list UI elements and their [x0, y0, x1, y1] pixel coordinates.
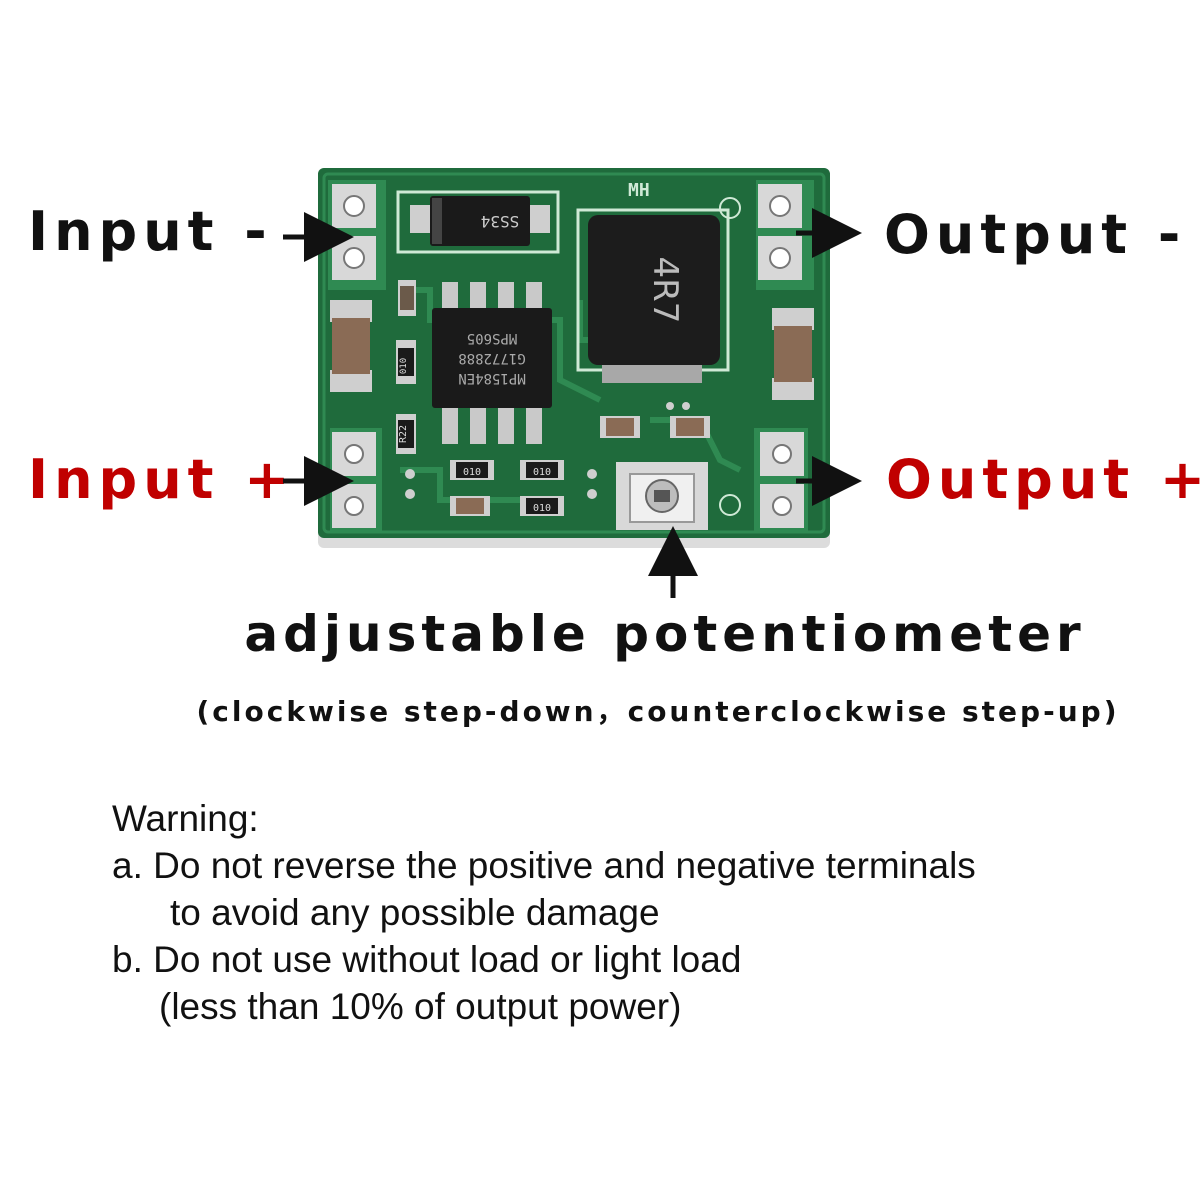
warning-line-b1: b. Do not use without load or light load: [112, 939, 742, 980]
minus-marker: [719, 197, 741, 219]
input-positive-label: Input +: [28, 448, 296, 511]
ic-marking-line3: MPS605: [467, 330, 518, 346]
input-negative-label: Input -: [28, 200, 273, 263]
smd-marking-c: 010: [533, 503, 551, 514]
diode-ss34: SS34: [396, 190, 560, 254]
ic-mp1584en: MP1584EN G1772888 MPS605: [432, 282, 552, 444]
output-capacitor: [772, 308, 814, 400]
inductor-marking: 4R7: [645, 257, 685, 324]
inductor-4r7: 4R7: [576, 208, 730, 383]
resistor-marking: R22: [398, 425, 409, 443]
potentiometer: [616, 462, 708, 530]
output-positive-label: Output +: [886, 448, 1200, 511]
potentiometer-subtitle: (clockwise step-down，counterclockwise st…: [196, 695, 1120, 728]
silkscreen-mh: MH: [628, 180, 650, 201]
output-negative-label: Output -: [884, 203, 1187, 266]
smd-marking-d: 010: [399, 358, 409, 374]
ic-marking-line2: G1772888: [458, 350, 525, 366]
smd-components: R22 010 010 010 010: [396, 280, 710, 516]
warning-block: Warning: a. Do not reverse the positive …: [112, 795, 1152, 1030]
pcb-diagram: MH SS34 4R7 MP1584EN G1772888 MPS605: [283, 168, 862, 598]
warning-line-a1: a. Do not reverse the positive and negat…: [112, 845, 976, 886]
warning-line-b2: (less than 10% of output power): [159, 986, 682, 1027]
smd-marking-a: 010: [463, 467, 481, 478]
ic-marking-line1: MP1584EN: [458, 370, 525, 386]
warning-line-a2: to avoid any possible damage: [170, 892, 660, 933]
smd-marking-b: 010: [533, 467, 551, 478]
warning-title: Warning:: [112, 798, 259, 839]
input-capacitor: [330, 300, 372, 392]
plus-marker: [719, 494, 741, 516]
diode-marking: SS34: [481, 212, 520, 231]
potentiometer-title: adjustable potentiometer: [244, 605, 1086, 663]
pcb-board: [318, 168, 830, 548]
